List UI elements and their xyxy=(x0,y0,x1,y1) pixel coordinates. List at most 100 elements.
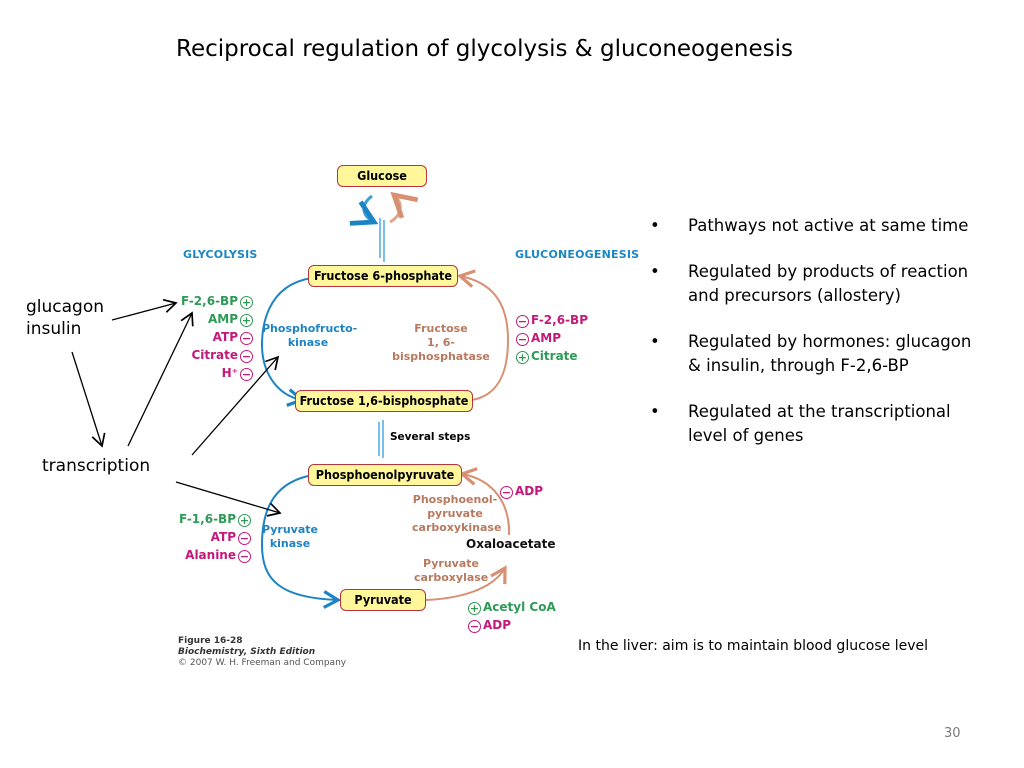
enzyme-line: kinase xyxy=(287,336,329,349)
regulator-name: H⁺ xyxy=(221,366,238,380)
enzyme-pep-carboxykinase: Phosphoenol- pyruvate carboxykinase xyxy=(412,493,502,535)
enzyme-pyruvate-kinase: Pyruvate kinase xyxy=(258,523,322,551)
enzyme-line: Phosphofructo- xyxy=(262,322,358,335)
glucose-cycle-blue-arrow xyxy=(349,194,379,226)
plus-circle-icon: + xyxy=(238,514,251,527)
enzyme-line: Fructose xyxy=(414,322,468,335)
activator: +Acetyl CoA xyxy=(466,598,556,616)
bullet-dot: • xyxy=(650,332,660,351)
enzyme-line: 1, 6-bisphosphatase xyxy=(392,336,490,363)
node-phosphoenolpyruvate: Phosphoenolpyruvate xyxy=(308,464,462,486)
page-number: 30 xyxy=(944,726,961,741)
minus-circle-icon: − xyxy=(468,620,481,633)
fbpase-arrow xyxy=(456,269,510,401)
regulator-name: ATP xyxy=(210,530,236,544)
figure-source: Biochemistry, Sixth Edition xyxy=(178,647,316,657)
regulators-pepck: −ADP xyxy=(498,482,543,500)
regulator-name: F-2,6-BP xyxy=(531,313,588,327)
figure-number: Figure 16-28 xyxy=(178,636,243,646)
glycolysis-label: GLYCOLYSIS xyxy=(183,248,258,261)
regulator-name: ADP xyxy=(483,618,512,632)
transcription-to-f26bp-arrow xyxy=(127,311,194,447)
minus-circle-icon: − xyxy=(240,350,253,363)
pc-arrow xyxy=(425,565,507,601)
bullet-list: •Pathways not active at same time •Regul… xyxy=(648,214,988,470)
regulators-pfk: F-2,6-BP+AMP+ATP−Citrate−H⁺− xyxy=(181,292,255,382)
regulator-name: Acetyl CoA xyxy=(483,600,556,614)
enzyme-fructose-bisphosphatase: Fructose 1, 6-bisphosphatase xyxy=(380,322,502,364)
minus-circle-icon: − xyxy=(516,315,529,328)
inhibitor: −F-2,6-BP xyxy=(514,311,588,329)
slide-title: Reciprocal regulation of glycolysis & gl… xyxy=(176,36,793,62)
pepck-arrow xyxy=(458,467,511,536)
enzyme-phosphofructokinase: Phosphofructo- kinase xyxy=(262,322,358,350)
enzyme-line: carboxylase xyxy=(414,571,489,584)
figure-copyright: © 2007 W. H. Freeman and Company xyxy=(178,658,347,668)
regulators-fbpase: −F-2,6-BP−AMP+Citrate xyxy=(514,311,588,365)
node-fructose-1-6-bisphosphate: Fructose 1,6-bisphosphate xyxy=(295,390,473,412)
regulator-name: Citrate xyxy=(531,349,578,363)
hormone-annotation: glucagon insulin xyxy=(26,296,104,340)
regulator-name: ADP xyxy=(515,484,544,498)
node-oxaloacetate: Oxaloacetate xyxy=(466,537,556,551)
activator: F-1,6-BP+ xyxy=(179,510,253,528)
several-steps-label: Several steps xyxy=(390,431,471,443)
transcription-to-pk-arrow xyxy=(175,481,282,517)
transcription-to-pfk-arrow xyxy=(191,355,280,456)
minus-circle-icon: − xyxy=(516,333,529,346)
transcription-annotation: transcription xyxy=(42,456,151,476)
bullet-item: •Regulated by hormones: glucagon & insul… xyxy=(648,330,988,378)
enzyme-line: Pyruvate xyxy=(422,557,479,570)
enzyme-pyruvate-carboxylase: Pyruvate carboxylase xyxy=(414,557,488,585)
enzyme-line: Pyruvate xyxy=(261,523,318,536)
inhibitor: Citrate− xyxy=(181,346,255,364)
enzyme-line: carboxykinase xyxy=(412,521,502,534)
minus-circle-icon: − xyxy=(238,550,251,563)
activator: F-2,6-BP+ xyxy=(181,292,255,310)
plus-circle-icon: + xyxy=(516,351,529,364)
liver-note: In the liver: aim is to maintain blood g… xyxy=(578,638,928,654)
inhibitor: −ADP xyxy=(466,616,556,634)
regulators-pk: F-1,6-BP+ATP−Alanine− xyxy=(179,510,253,564)
bullet-item: •Regulated by products of reaction and p… xyxy=(648,260,988,308)
regulator-name: AMP xyxy=(531,331,562,345)
plus-circle-icon: + xyxy=(468,602,481,615)
bullet-item: • Regulated at the transcriptional level … xyxy=(648,400,988,448)
regulator-name: F-2,6-BP xyxy=(181,294,238,308)
pk-arrow xyxy=(260,475,342,609)
activator: +Citrate xyxy=(514,347,588,365)
activator: AMP+ xyxy=(181,310,255,328)
inhibitor: Alanine− xyxy=(179,546,253,564)
pfk-arrow xyxy=(260,277,313,407)
enzyme-line: pyruvate xyxy=(427,507,483,520)
hormone-to-transcription-arrow xyxy=(71,351,106,448)
enzyme-line: Phosphoenol- xyxy=(412,493,498,506)
plus-circle-icon: + xyxy=(240,296,253,309)
regulator-name: Alanine xyxy=(185,548,236,562)
node-glucose: Glucose xyxy=(337,165,427,187)
figure-caption: Figure 16-28 Biochemistry, Sixth Edition… xyxy=(178,636,346,669)
annotation-insulin: insulin xyxy=(26,319,82,339)
bullet-dot: • xyxy=(650,402,660,421)
node-fructose-6-phosphate: Fructose 6-phosphate xyxy=(308,265,458,287)
minus-circle-icon: − xyxy=(240,368,253,381)
node-pyruvate: Pyruvate xyxy=(340,589,426,611)
regulators-pc: +Acetyl CoA−ADP xyxy=(466,598,556,634)
minus-circle-icon: − xyxy=(238,532,251,545)
hormone-to-f26bp-arrow xyxy=(111,298,178,321)
regulator-name: Citrate xyxy=(191,348,238,362)
inhibitor: H⁺− xyxy=(181,364,255,382)
inhibitor: −AMP xyxy=(514,329,588,347)
inhibitor: ATP− xyxy=(179,528,253,546)
inhibitor: ATP− xyxy=(181,328,255,346)
minus-circle-icon: − xyxy=(500,486,513,499)
glucose-cycle-tan-arrow xyxy=(389,191,419,224)
annotation-glucagon: glucagon xyxy=(26,297,105,317)
regulator-name: ATP xyxy=(212,330,238,344)
bullet-dot: • xyxy=(650,262,660,281)
regulator-name: F-1,6-BP xyxy=(179,512,236,526)
regulator-name: AMP xyxy=(207,312,238,326)
bullet-text: Regulated at the transcriptional level o… xyxy=(688,402,951,445)
bullet-dot: • xyxy=(650,216,660,235)
bullet-text: Pathways not active at same time xyxy=(688,216,969,235)
